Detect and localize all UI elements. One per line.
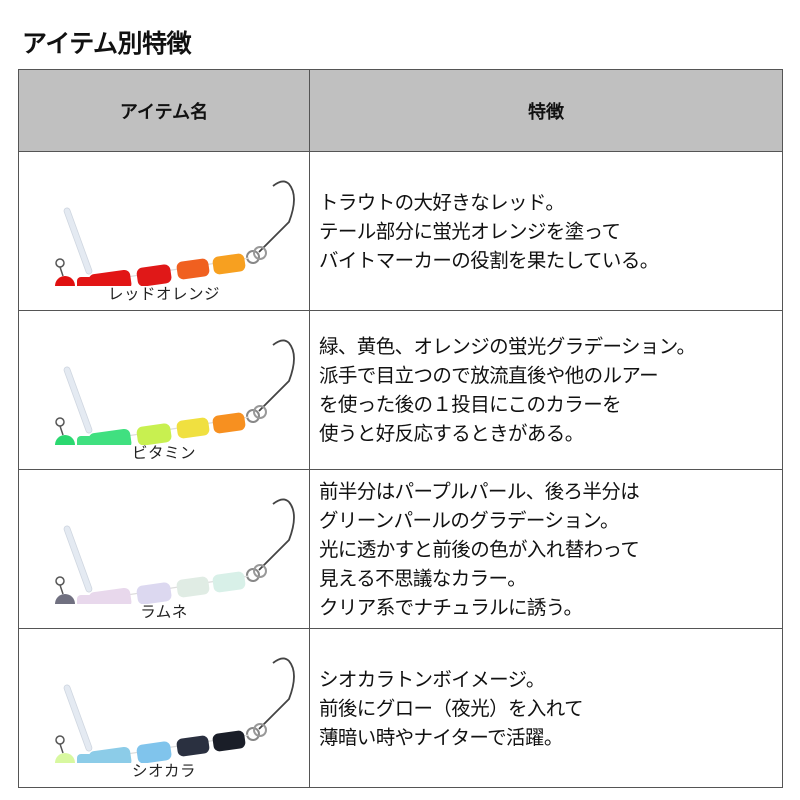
- description-line: 前後にグロー（夜光）を入れて: [319, 696, 584, 720]
- lure-red-orange-image: [55, 180, 295, 286]
- description-line: 派手で目立つので放流直後や他のルアー: [319, 364, 659, 387]
- description-line: トラウトの大好きなレッド。: [319, 190, 565, 214]
- lure-ramune-image: [55, 498, 295, 604]
- description-line: を使った後の１投目にこのカラーを: [319, 393, 622, 416]
- table-header-row: アイテム名 特徴: [18, 69, 783, 152]
- item-name: シオカラ: [131, 762, 196, 780]
- table-row-lure-shiokara: シオカラ シオカラトンボイメージ。前後にグロー（夜光）を入れて薄暗い時やナイター…: [18, 628, 783, 788]
- description-line: 光に透かすと前後の色が入れ替わって: [319, 537, 640, 561]
- description-line: 前半分はパープルパール、後ろ半分は: [319, 479, 640, 503]
- table-row-lure-ramune: ラムネ 前半分はパープルパール、後ろ半分はグリーンパールのグラデーション。光に透…: [18, 469, 783, 629]
- table-row-lure-red-orange: レッドオレンジ トラウトの大好きなレッド。テール部分に蛍光オレンジを塗ってバイト…: [18, 151, 783, 311]
- item-cell: シオカラ: [18, 628, 310, 788]
- description-line: クリア系でナチュラルに誘う。: [319, 595, 583, 619]
- item-name: ビタミン: [131, 444, 196, 462]
- table-row-lure-vitamin: ビタミン 緑、黄色、オレンジの蛍光グラデーション。派手で目立つので放流直後や他の…: [18, 310, 783, 470]
- lure-vitamin-image: [55, 339, 295, 445]
- page-title: アイテム別特徴: [22, 29, 192, 58]
- column-header-item-name: アイテム名: [18, 69, 310, 152]
- description-line: 使うと好反応するときがある。: [319, 422, 584, 445]
- description-line: バイトマーカーの役割を果たしている。: [319, 248, 659, 272]
- item-cell: ラムネ: [18, 469, 310, 629]
- item-features-table: アイテム名 特徴: [18, 69, 783, 788]
- item-name: レッドオレンジ: [107, 285, 220, 303]
- description-line: グリーンパールのグラデーション。: [319, 508, 619, 532]
- item-name: ラムネ: [140, 603, 188, 621]
- column-header-features: 特徴: [309, 69, 783, 152]
- description-line: 緑、黄色、オレンジの蛍光グラデーション。: [319, 335, 696, 358]
- description-line: 薄暗い時やナイターで活躍。: [319, 725, 563, 749]
- item-description: トラウトの大好きなレッド。テール部分に蛍光オレンジを塗ってバイトマーカーの役割を…: [309, 151, 783, 311]
- item-description: シオカラトンボイメージ。前後にグロー（夜光）を入れて薄暗い時やナイターで活躍。: [309, 628, 783, 788]
- item-cell: レッドオレンジ: [18, 151, 310, 311]
- lure-shiokara-image: [55, 657, 295, 763]
- description-line: 見える不思議なカラー。: [319, 566, 527, 590]
- item-description: 緑、黄色、オレンジの蛍光グラデーション。派手で目立つので放流直後や他のルアーを使…: [309, 310, 783, 470]
- item-description: 前半分はパープルパール、後ろ半分はグリーンパールのグラデーション。光に透かすと前…: [309, 469, 783, 629]
- description-line: テール部分に蛍光オレンジを塗って: [319, 219, 621, 243]
- description-line: シオカラトンボイメージ。: [319, 667, 545, 691]
- item-cell: ビタミン: [18, 310, 310, 470]
